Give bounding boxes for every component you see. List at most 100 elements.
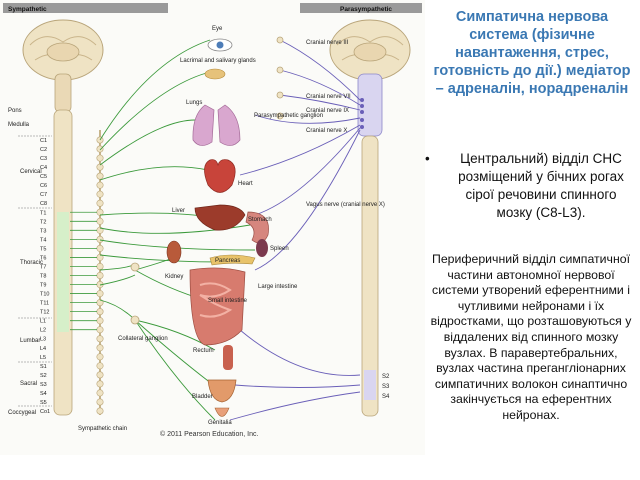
chain-ganglion [96,199,104,207]
segment-label: T7 [40,264,46,270]
genitalia-organ [214,407,230,417]
pons-label: Pons [8,108,22,114]
segment-label: Co1 [40,409,50,415]
chain-ganglion [96,362,104,370]
genitalia-label: Genitalia [208,420,232,426]
chain-ganglion [96,407,104,415]
chain-ganglion [96,326,104,334]
chain-ganglion [96,353,104,361]
segment-label: C6 [40,183,47,189]
chain-ganglion [96,344,104,352]
segment-label: T4 [40,237,46,243]
liver-organ [194,204,246,231]
segment-label: T8 [40,274,46,280]
vagus-nerve-label: Vagus nerve (cranial nerve X) [306,202,385,208]
segment-label: T5 [40,246,46,252]
chain-ganglion [96,389,104,397]
chain-ganglion [96,308,104,316]
pancreas-label: Pancreas [215,258,240,264]
bladder-organ [207,379,237,403]
segment-label: C1 [40,138,47,144]
segment-label: T12 [40,310,49,316]
chain-ganglion [96,317,104,325]
bullet-point: • Центральний) відділ СНС розміщений у б… [425,150,635,222]
segment-label: T3 [40,228,46,234]
medulla-label: Medulla [8,122,30,128]
chain-ganglion [96,335,104,343]
chain-ganglion [96,154,104,162]
eye-organ [207,38,233,52]
chain-ganglion [96,217,104,225]
chain-ganglion [96,290,104,298]
segment-label: S3 [40,382,47,388]
chain-ganglion [96,235,104,243]
sacral-label: Sacral [20,381,37,387]
stomach-label: Stomach [248,217,272,223]
segment-label: C2 [40,147,47,153]
copyright-notice: © 2011 Pearson Education, Inc. [160,431,259,438]
slide-title: Симпатична нервова система (фізичне нава… [433,9,631,97]
parasympathetic-header-bar [300,3,422,13]
parasympathetic-label: Parasympathetic [340,6,392,13]
chain-ganglion [96,380,104,388]
segment-label: T9 [40,283,46,289]
collateral-ganglion-label: Collateral ganglion [118,336,168,342]
sympathetic-label: Sympathetic [8,6,47,13]
lungs-organ [192,104,241,146]
cervical-label: Cervical [20,169,42,175]
segment-label: S5 [40,400,47,406]
cranial-nerve-vii-label: Cranial nerve VII [306,94,351,100]
rectum-label: Rectum [193,348,214,354]
brainstem-nuclei [360,98,364,129]
segment-label: T6 [40,255,46,261]
segment-label: T2 [40,219,46,225]
s2-label: S2 [382,374,390,380]
intestines-organ [189,267,246,346]
lacrimal-glands-organ [204,68,226,80]
segment-label: T1 [40,210,46,216]
segment-label: C8 [40,201,47,207]
s3-label: S3 [382,384,390,390]
parasympathetic-fibers [229,39,361,421]
liver-label: Liver [172,208,185,214]
bullet-dot-icon: • [425,151,430,166]
sacral-outflow-region [364,370,376,400]
kidney-label: Kidney [165,274,183,280]
large-intestine-label: Large intestine [258,284,298,290]
chain-ganglion [96,371,104,379]
sympathetic-header-bar [3,3,168,13]
segment-label: C3 [40,156,47,162]
thoracic-label: Thoracic [20,260,43,266]
chain-ganglion [96,244,104,252]
segment-label: S1 [40,364,47,370]
cranial-nerve-iii-label: Cranial nerve III [306,40,349,46]
segment-label: L1 [40,319,46,325]
spleen-label: Spleen [270,246,289,252]
cranial-nerve-ix-label: Cranial nerve IX [306,108,349,114]
chain-ganglion [96,145,104,153]
segment-label: C5 [40,174,47,180]
sympathetic-chain-ganglia [70,136,104,415]
lacrimal-label: Lacrimal and salivary glands [180,58,256,64]
lumbar-label: Lumbar [20,338,40,344]
chain-ganglion [96,181,104,189]
sympathetic-chain-label: Sympathetic chain [78,426,127,432]
coccygeal-label: Coccygeal [8,410,36,416]
segment-label: T11 [40,301,49,307]
segment-label: C7 [40,192,47,198]
eye-label: Eye [212,26,223,32]
segment-label: L3 [40,337,46,343]
kidney-organ [166,240,182,264]
cranial-nerve-x-label: Cranial nerve X [306,128,347,134]
body-paragraph: Периферичний відділ симпатичної частини … [430,252,632,422]
ganglia [130,36,284,325]
thoracolumbar-outflow-region [57,212,69,332]
segment-label: L5 [40,355,46,361]
chain-ganglion [96,398,104,406]
segment-label: S4 [40,391,47,397]
heart-label: Heart [238,181,253,187]
bladder-label: Bladder [192,394,213,400]
autonomic-nervous-system-diagram: Sympathetic Parasympathetic Pons M [3,3,422,432]
left-brain [22,19,104,113]
